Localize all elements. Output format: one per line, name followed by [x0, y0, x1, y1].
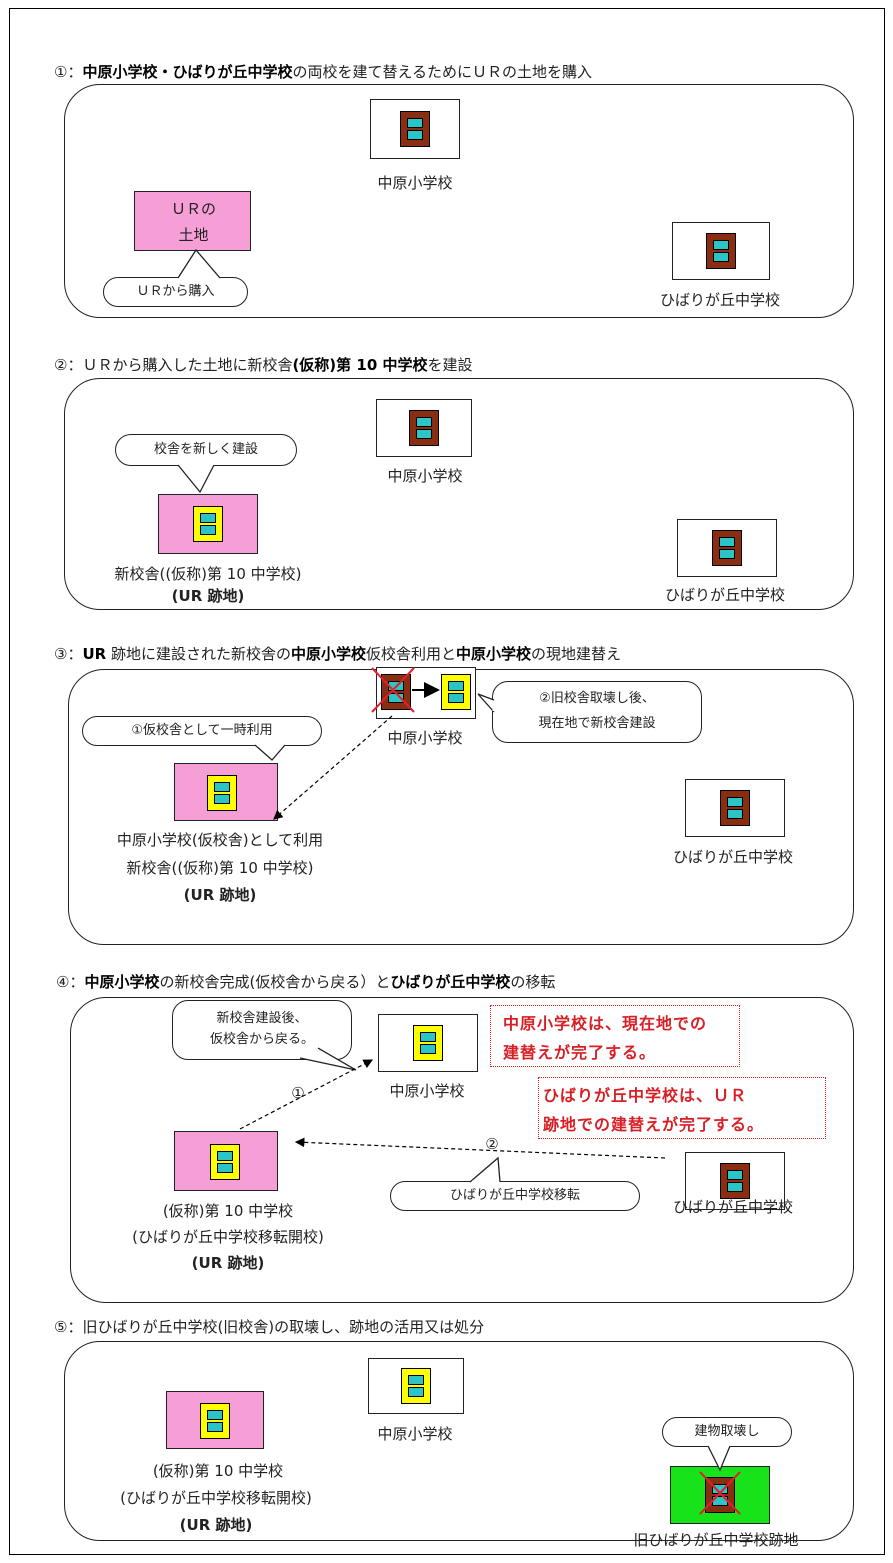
nakahara-school-box: [376, 399, 472, 457]
hibarigaoka-school-box: [685, 1152, 785, 1210]
ur-land-line1: ＵＲの: [170, 200, 216, 218]
bubble-tail: [177, 248, 221, 279]
return-bubble-line2: 仮校舎から戻る。: [209, 1032, 314, 1047]
old-building-icon: [720, 790, 750, 826]
nakahara-label: 中原小学校: [387, 467, 463, 485]
new-building-icon: [413, 1025, 443, 1061]
note-nakahara-box: 中原小学校は、現在地での 建替えが完了する。: [490, 1005, 740, 1067]
new-school-label: (仮称)第 10 中学校: [152, 1462, 284, 1480]
rebuild-bubble-line1: ②旧校舎取壊し後、: [539, 691, 655, 707]
nakahara-label: 中原小学校: [387, 729, 463, 747]
relocation-arrow: [294, 1137, 666, 1159]
rebuild-bubble-line2: 現在地で新校舎建設: [538, 716, 656, 731]
note-hibarigaoka-line2: 跡地での建替えが完了する。: [543, 1115, 765, 1134]
hibarigaoka-label: ひばりが丘中学校: [672, 848, 793, 866]
ur-site-label: (UR 跡地): [179, 1516, 253, 1534]
nakahara-label: 中原小学校: [389, 1082, 465, 1100]
temp-use-bubble: ①仮校舎として一時利用: [82, 716, 322, 746]
step4-title: ④：中原小学校の新校舎完成(仮校舎から戻る）とひばりが丘中学校の移転: [56, 973, 556, 991]
new-building-icon: [210, 1144, 240, 1180]
new-building-icon: [207, 775, 237, 811]
relocation-label: (ひばりが丘中学校移転開校): [120, 1489, 312, 1507]
bubble-tail: [469, 1156, 501, 1183]
demolished-site: [670, 1466, 770, 1524]
new-building-icon: [200, 1403, 230, 1439]
hibarigaoka-school-box: [685, 779, 785, 837]
relocation-bubble: ひばりが丘中学校移転: [390, 1181, 640, 1211]
step5-title: ⑤：旧ひばりが丘中学校(旧校舎)の取壊し、跡地の活用又は処分: [54, 1318, 485, 1336]
return-arrow: [239, 1059, 374, 1130]
nakahara-label: 中原小学校: [377, 1425, 453, 1443]
old-site-label: 旧ひばりが丘中学校跡地: [633, 1531, 799, 1549]
bubble-tail: [177, 464, 215, 494]
arrow1-label: ①: [291, 1084, 305, 1102]
hibarigaoka-label: ひばりが丘中学校: [659, 291, 780, 309]
ur-site-label: (UR 跡地): [171, 587, 245, 605]
old-building-icon: [712, 530, 742, 566]
bubble-tail: [477, 693, 495, 713]
step1-title: ①：中原小学校・ひばりが丘中学校の両校を建て替えるためにＵＲの土地を購入: [54, 63, 593, 81]
bubble-tail: [254, 744, 286, 761]
demolish-bubble: 建物取壊し: [662, 1417, 792, 1447]
hibarigaoka-label: ひばりが丘中学校: [664, 586, 785, 604]
bubble-tail: [299, 1047, 357, 1071]
ur-land-line2: 土地: [178, 226, 209, 244]
nakahara-school-box: [370, 99, 460, 159]
ur-land: [174, 763, 278, 821]
step5-panel: [64, 1341, 854, 1541]
temp-move-arrow: [273, 715, 393, 820]
note-hibarigaoka-line1: ひばりが丘中学校は、ＵＲ: [543, 1086, 748, 1105]
note-hibarigaoka-box: ひばりが丘中学校は、ＵＲ 跡地での建替えが完了する。: [538, 1077, 826, 1139]
temp-school-label: 中原小学校(仮校舎)として利用: [116, 831, 324, 849]
new-building-icon: [441, 674, 471, 710]
step2-title: ②：ＵＲから購入した土地に新校舎(仮称)第 10 中学校を建設: [54, 356, 473, 374]
hibarigaoka-school-box: [672, 222, 770, 280]
new-school-label: 新校舎((仮称)第 10 中学校): [114, 565, 302, 583]
demolish-cross: [699, 1471, 741, 1515]
hibarigaoka-school-box: [677, 519, 777, 577]
page-frame: [9, 8, 885, 1555]
ur-land: [158, 494, 258, 554]
ur-land: [166, 1391, 264, 1449]
ur-site-label: (UR 跡地): [191, 1254, 265, 1272]
demolish-cross: [371, 667, 415, 713]
old-building-icon: [400, 111, 430, 147]
ur-land: ＵＲの 土地: [134, 191, 251, 251]
ur-site-label: (UR 跡地): [183, 886, 257, 904]
old-building-icon: [706, 233, 736, 269]
nakahara-school-box: [378, 1014, 478, 1072]
nakahara-label: 中原小学校: [377, 174, 453, 192]
step2-panel: [64, 378, 854, 610]
ur-land: [174, 1131, 278, 1191]
return-bubble-line1: 新校舎建設後、: [216, 1011, 308, 1027]
relocation-label: (ひばりが丘中学校移転開校): [132, 1228, 324, 1246]
note-nakahara-line1: 中原小学校は、現在地での: [503, 1014, 708, 1033]
new-building-icon: [193, 506, 223, 542]
hibarigaoka-label: ひばりが丘中学校: [672, 1198, 793, 1216]
new-school-label: (仮称)第 10 中学校: [162, 1202, 294, 1220]
note-nakahara-line2: 建替えが完了する。: [503, 1043, 657, 1062]
step4-panel: [70, 997, 854, 1303]
nakahara-school-box: [368, 1358, 464, 1414]
new-building-icon: [401, 1368, 431, 1404]
new-school-label: 新校舎((仮称)第 10 中学校): [126, 859, 314, 877]
purchase-bubble: ＵＲから購入: [103, 277, 248, 307]
rebuild-bubble: ②旧校舎取壊し後、 現在地で新校舎建設: [492, 681, 702, 743]
step1-panel: [64, 84, 854, 318]
construct-bubble: 校舎を新しく建設: [115, 434, 297, 466]
old-building-icon: [409, 410, 439, 446]
old-building-icon: [720, 1163, 750, 1199]
step3-title: ③：UR 跡地に建設された新校舎の中原小学校仮校舎利用と中原小学校の現地建替え: [54, 645, 622, 663]
bubble-tail: [707, 1445, 731, 1472]
arrow2-label: ②: [485, 1135, 499, 1153]
